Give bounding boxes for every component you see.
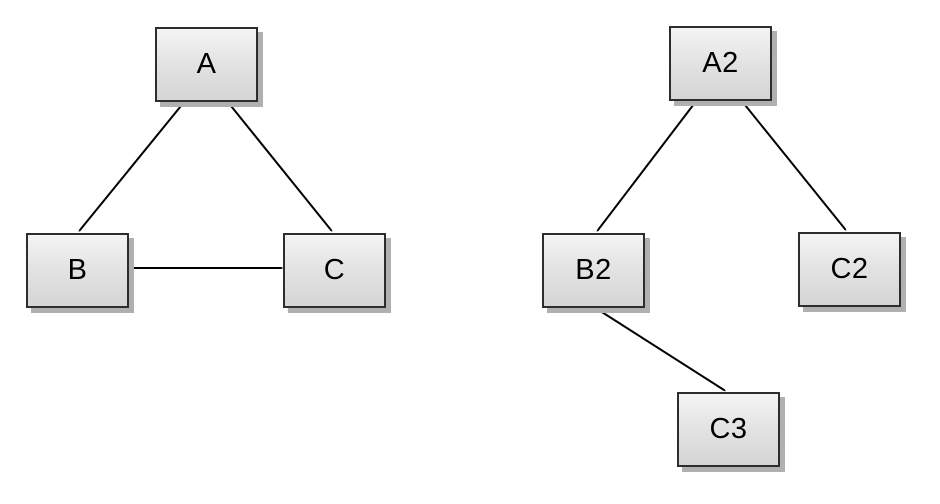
edge-A-B[interactable] [80, 100, 186, 230]
node-A-label: A [196, 48, 217, 80]
node-C3[interactable]: C3 [677, 392, 780, 467]
node-C2[interactable]: C2 [798, 232, 901, 307]
node-B[interactable]: B [26, 233, 129, 308]
node-C-label: C [323, 254, 346, 286]
node-B2[interactable]: B2 [542, 233, 645, 308]
node-C[interactable]: C [283, 233, 386, 308]
node-B-label: B [67, 254, 88, 286]
node-A2[interactable]: A2 [669, 26, 772, 101]
node-B2-label: B2 [575, 254, 612, 286]
edge-A-C[interactable] [226, 100, 331, 230]
node-A[interactable]: A [155, 27, 258, 102]
edge-A2-C2[interactable] [740, 99, 845, 229]
edge-A2-B2[interactable] [598, 99, 698, 230]
edge-B2-C3[interactable] [593, 306, 724, 390]
node-A2-label: A2 [702, 47, 739, 79]
node-C2-label: C2 [830, 253, 869, 285]
node-C3-label: C3 [709, 413, 748, 445]
